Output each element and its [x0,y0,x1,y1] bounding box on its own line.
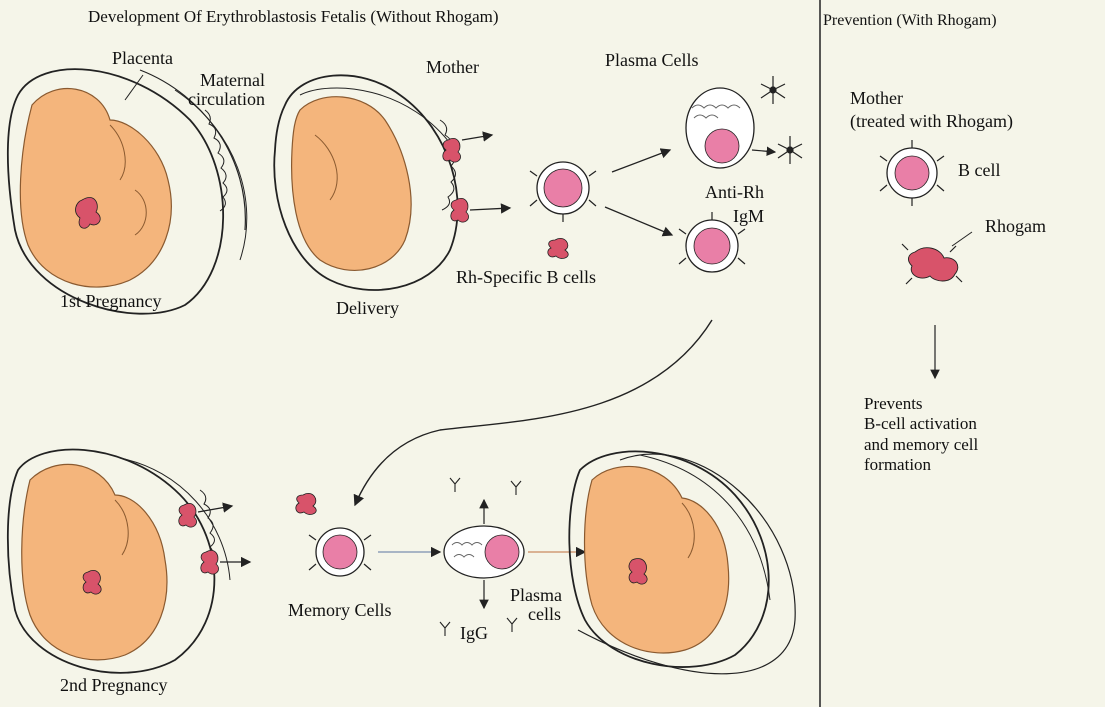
result-line: and memory cell [864,434,979,454]
prevention-result-text: Prevents B-cell activation and memory ce… [864,394,978,476]
arrow-delivery-2 [469,203,512,214]
result-line: B-cell activation [864,414,977,434]
rh-b-cell-1 [529,161,597,222]
maternal-label: Maternal [200,70,265,90]
delivery-uterus [273,74,459,291]
first-pregnancy-label: 1st Pregnancy [60,291,162,311]
curve-arrow-to-memory [353,319,713,507]
rh-antigen-free [547,238,569,259]
delivery-rh-cells [442,138,469,223]
result-line: Prevents [864,394,923,413]
igm-antibody-1 [760,76,786,104]
plasma-cells-top-label: Plasma Cells [605,50,699,70]
arrow-to-b-cell-2 [604,206,674,237]
main-title: Development Of Erythroblastosis Fetalis … [88,7,499,26]
anti-rh-label: Anti-Rh [705,182,765,202]
prevention-b-cell [879,140,945,206]
igg-antibodies [439,477,522,636]
second-pregnancy-rh-cells [82,503,219,595]
first-pregnancy-rh-cell [75,197,101,229]
placenta-label: Placenta [112,48,173,68]
prevention-treated-label: (treated with Rhogam) [850,111,1013,131]
plasma-cell-bottom [443,525,525,579]
second-pregnancy-uterus [6,448,231,674]
placenta-pointer [124,74,144,101]
arrow-second-1 [197,502,234,513]
mother-label: Mother [426,57,479,77]
rh-antigen-memory [295,493,317,515]
delivery-label: Delivery [336,298,399,318]
igm-label: IgM [733,206,764,226]
delivery-fetus [291,96,412,271]
igm-antibody-2 [777,136,803,164]
rh-b-cell-2 [678,212,746,273]
prevention-rhogam-label: Rhogam [985,216,1046,236]
rhogam-complex [901,243,963,285]
rhogam-pointer [951,231,973,247]
circulation-label: circulation [188,89,265,109]
second-pregnancy-fetus [21,463,168,661]
prevention-b-cell-label: B cell [958,160,1001,180]
memory-cell [308,527,372,577]
memory-cells-label: Memory Cells [288,600,392,620]
igg-label: IgG [460,623,488,643]
first-pregnancy-uterus [6,68,248,315]
rh-specific-b-cells-label: Rh-Specific B cells [456,267,596,287]
plasma-label: Plasma [510,585,562,605]
prevention-title: Prevention (With Rhogam) [823,12,997,29]
affected-fetus-uterus [568,450,796,675]
affected-fetus [583,465,730,654]
arrow-to-plasma-top [611,148,672,173]
cells-label: cells [528,604,561,624]
second-pregnancy-label: 2nd Pregnancy [60,675,168,695]
first-pregnancy-fetus [19,88,172,288]
arrow-delivery-1 [461,131,494,142]
result-line: formation [864,455,932,475]
arrow-plasma-to-igm [751,146,777,157]
plasma-cell-top [685,87,755,169]
prevention-mother-label: Mother [850,88,903,108]
